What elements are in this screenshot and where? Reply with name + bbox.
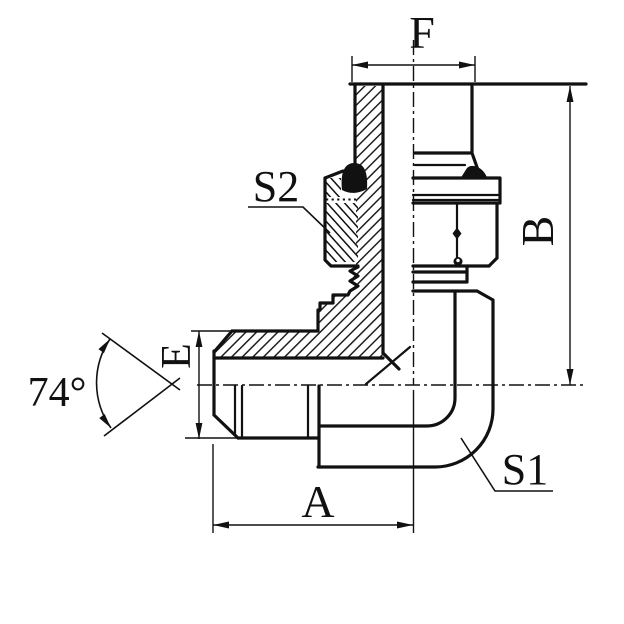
fitting-body-outline — [212, 82, 588, 469]
body-hex-callout: S1 — [460, 437, 553, 494]
locknut-leader-line — [248, 206, 331, 234]
o-ring-seal-right — [461, 165, 487, 178]
dimension-e-label: E — [154, 343, 200, 369]
hex-corner-arc-center — [456, 258, 460, 263]
o-ring-seal-left — [341, 163, 368, 193]
centerlines — [197, 40, 586, 386]
locknut-callout: S2 — [248, 162, 331, 234]
dimension-e-lines — [185, 330, 243, 439]
flare-angle-callout: 74° — [28, 332, 181, 437]
dimension-a: A — [212, 390, 415, 533]
flare-angle-lines — [101, 332, 181, 437]
dimension-e: E — [154, 330, 243, 439]
flare-angle-arc-arrow-top — [98, 339, 110, 354]
body-section-hatch — [214, 86, 383, 358]
dimension-a-label: A — [301, 476, 334, 527]
locknut-label: S2 — [253, 162, 299, 211]
body-hex-leader-line — [460, 437, 553, 492]
dimension-f-lines — [351, 56, 476, 82]
flare-angle-label: 74° — [28, 370, 87, 416]
dimension-a-lines — [212, 390, 415, 533]
body-hex-label: S1 — [502, 445, 548, 494]
dimension-b-label: B — [512, 216, 563, 247]
hex-facet-diamond — [452, 227, 462, 240]
locknut-section-hatch — [325, 178, 358, 262]
dimension-f-label: F — [409, 7, 435, 58]
dimension-b: B — [512, 86, 574, 385]
dimension-f: F — [351, 7, 476, 82]
flare-angle-arc-arrow-bottom — [99, 413, 111, 428]
